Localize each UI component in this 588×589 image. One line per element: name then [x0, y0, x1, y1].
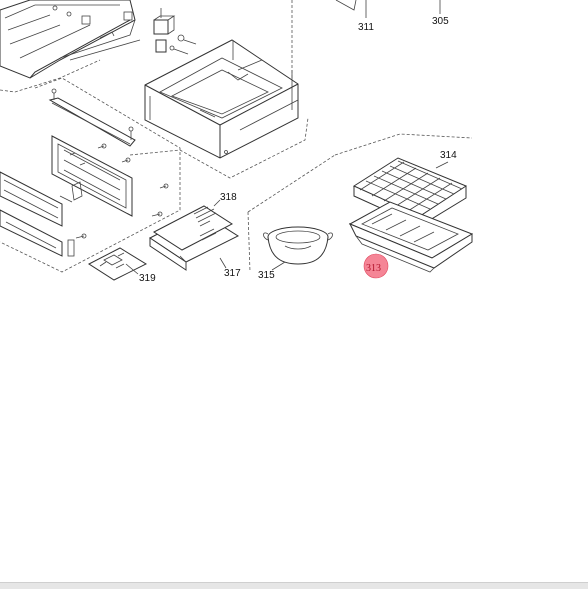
- part-hotspot-313[interactable]: 313: [363, 253, 389, 279]
- viewer-bottom-edge: [0, 582, 588, 589]
- leader-311-bracket: [335, 0, 357, 11]
- part-label-311[interactable]: 311: [358, 22, 374, 33]
- group-outline-left: [0, 77, 181, 273]
- part-label-318[interactable]: 318: [220, 192, 237, 203]
- part-label-317[interactable]: 317: [224, 268, 241, 279]
- bracket-screws-cluster: [153, 8, 197, 55]
- drawer-crisper: [144, 39, 299, 159]
- shelf-cover-assembly: [48, 88, 169, 217]
- door-bin-front: [0, 171, 87, 257]
- sticker-319: [87, 247, 148, 281]
- part-label-305[interactable]: 305: [432, 16, 449, 27]
- group-outline-top: [0, 59, 101, 93]
- bowl-315: [263, 226, 333, 271]
- part-label-315[interactable]: 315: [258, 270, 275, 281]
- tray-313: [348, 201, 474, 273]
- hotspot-marker[interactable]: [363, 253, 389, 279]
- part-label-313[interactable]: 313: [366, 263, 381, 274]
- part-label-319[interactable]: 319: [139, 273, 156, 284]
- wire-rack-314: [352, 157, 468, 227]
- manual-317-318: [149, 199, 240, 271]
- top-shelf-assembly: [0, 0, 141, 79]
- group-outline-drawer: [129, 117, 309, 179]
- part-label-314[interactable]: 314: [440, 150, 457, 161]
- group-outline-accessories: [247, 133, 473, 273]
